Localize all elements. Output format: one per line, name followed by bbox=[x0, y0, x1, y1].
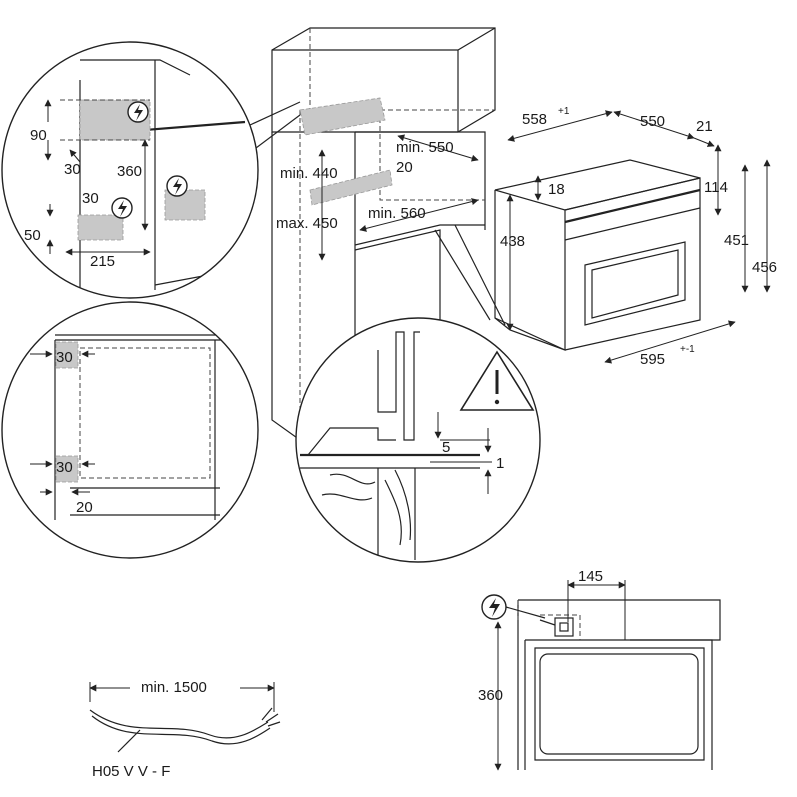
dim-30-a: 30 bbox=[64, 161, 81, 178]
dim-18: 18 bbox=[548, 181, 565, 198]
dim-438: 438 bbox=[500, 233, 525, 250]
dim-558: 558 bbox=[522, 111, 547, 128]
dim-min-550: min. 550 bbox=[396, 139, 454, 156]
dim-min-560: min. 560 bbox=[368, 205, 426, 222]
dim-114: 114 bbox=[704, 179, 728, 196]
dim-min-440: min. 440 bbox=[280, 165, 338, 182]
detail-bottom-left: 30 30 20 bbox=[1, 301, 259, 559]
dim-595-tol: +-1 bbox=[680, 344, 695, 355]
detail-section: 5 1 bbox=[295, 317, 541, 563]
dim-215: 215 bbox=[90, 253, 115, 270]
niche-dimensions: min. 550 min. 440 20 max. 450 min. 560 bbox=[276, 134, 479, 261]
dim-360: 360 bbox=[117, 163, 142, 180]
socket-view: 145 360 bbox=[478, 568, 721, 771]
dim-90: 90 bbox=[30, 127, 47, 144]
dim-595: 595 bbox=[640, 351, 665, 368]
dim-360-socket: 360 bbox=[478, 687, 503, 704]
cable-type-label: H05 V V - F bbox=[92, 763, 170, 780]
dim-21: 21 bbox=[696, 118, 713, 135]
dim-5: 5 bbox=[442, 439, 450, 456]
electric-connection-icon bbox=[127, 101, 149, 123]
cable-length-label: min. 1500 bbox=[141, 679, 207, 696]
dim-451: 451 bbox=[724, 232, 749, 249]
electric-connection-icon bbox=[481, 594, 507, 620]
detail-top-left: 90 30 360 30 50 215 bbox=[1, 41, 259, 299]
dim-1: 1 bbox=[496, 455, 504, 472]
cable: min. 1500 H05 V V - F bbox=[89, 679, 281, 780]
warning-triangle-icon bbox=[459, 350, 535, 411]
dim-456: 456 bbox=[752, 259, 777, 276]
dim-max-450: max. 450 bbox=[276, 215, 338, 232]
electric-connection-icon bbox=[111, 197, 133, 219]
dim-50: 50 bbox=[24, 227, 41, 244]
dim-558-tol: +1 bbox=[558, 106, 570, 117]
oven-dimensions: 558 +1 550 21 18 114 438 451 456 595 +-1 bbox=[500, 106, 777, 368]
dim-30-b: 30 bbox=[82, 190, 99, 207]
dim-145: 145 bbox=[578, 568, 603, 585]
dim-20-gap: 20 bbox=[76, 499, 93, 516]
dim-20: 20 bbox=[396, 159, 413, 176]
dim-550: 550 bbox=[640, 113, 665, 130]
dim-30-top: 30 bbox=[56, 349, 73, 366]
dim-30-bottom: 30 bbox=[56, 459, 73, 476]
oven bbox=[494, 159, 701, 351]
electric-connection-icon bbox=[166, 175, 188, 197]
